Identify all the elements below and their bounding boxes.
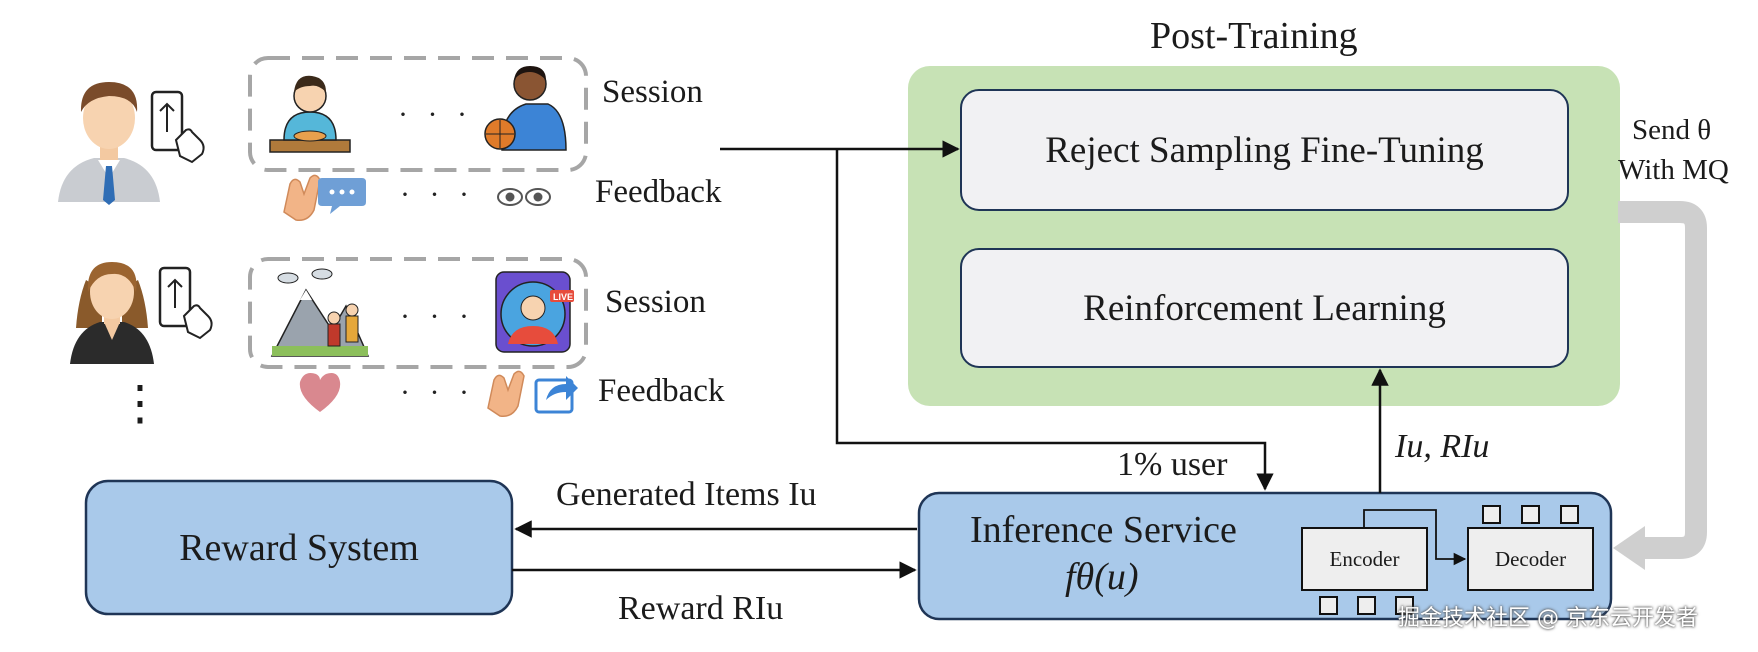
session-label-user2: Session [605,284,706,320]
share-icon [534,376,578,414]
session-container-user1 [248,56,588,172]
hiking-video-thumbnail [270,268,370,357]
session-ellipsis-user2: · · · [400,300,475,333]
send-theta-label-line2: With MQ [1618,154,1729,186]
feedback-label-user2: Feedback [598,373,725,409]
live-stream-thumbnail: LIVE [495,271,574,353]
user-fraction-label: 1% user [1117,446,1228,483]
watermark-text: 掘金技术社区 @ 京东云开发者 [1398,606,1698,631]
phone-swipe-icon [158,266,213,340]
session-ellipsis-user1: · · · [398,98,473,131]
send-theta-arrowhead [1613,526,1645,570]
inference-function-label: fθ(u) [1065,556,1139,598]
svg-text:LIVE: LIVE [553,292,573,302]
clap-icon [283,174,321,222]
encoder-token-bottom [1395,596,1414,615]
decoder-token-top [1482,505,1501,524]
session-container-user2 [248,257,588,369]
inference-service-box[interactable] [917,491,1613,621]
reward-system-box[interactable] [84,479,514,616]
reject-sampling-box[interactable] [960,89,1569,211]
basketball-video-thumbnail [484,66,567,151]
feedback-ellipsis-user1: · · · [400,178,475,211]
items-reward-label: Iu, RIu [1395,428,1490,465]
more-users-ellipsis: ⋮ [116,377,164,430]
clap-icon [487,370,525,418]
phone-swipe-icon [150,90,205,164]
decoder-label: Decoder [1494,546,1567,571]
eating-video-thumbnail [269,75,351,153]
user-branch-arrow [835,149,1274,491]
generated-items-label: Generated Items Iu [556,476,817,513]
male-user-avatar [58,82,160,205]
encoder-token-bottom [1319,596,1338,615]
comment-icon [318,178,366,214]
encoder-label: Encoder [1329,546,1400,571]
session-label-user1: Session [602,74,703,110]
reward-label: Reward RIu [618,590,784,627]
reinforcement-learning-label: Reinforcement Learning [1083,287,1446,329]
send-theta-label-line1: Send θ [1632,114,1712,146]
post-training-title: Post-Training [1150,15,1358,57]
feedback-ellipsis-user2: · · · [400,376,475,409]
reinforcement-learning-box[interactable] [960,248,1569,368]
inference-service-title: Inference Service [970,509,1237,551]
view-icon [497,188,551,206]
encoder-decoder-connector [1363,509,1467,566]
reward-system-title: Reward System [179,526,419,569]
heart-icon [299,373,341,412]
female-user-avatar [70,262,154,364]
decoder-box [1467,527,1594,591]
feedback-label-user1: Feedback [595,174,722,210]
decoder-token-top [1560,505,1579,524]
reject-sampling-label: Reject Sampling Fine-Tuning [1045,129,1484,171]
encoder-token-bottom [1357,596,1376,615]
send-theta-arrow [1618,201,1707,559]
decoder-token-top [1521,505,1540,524]
